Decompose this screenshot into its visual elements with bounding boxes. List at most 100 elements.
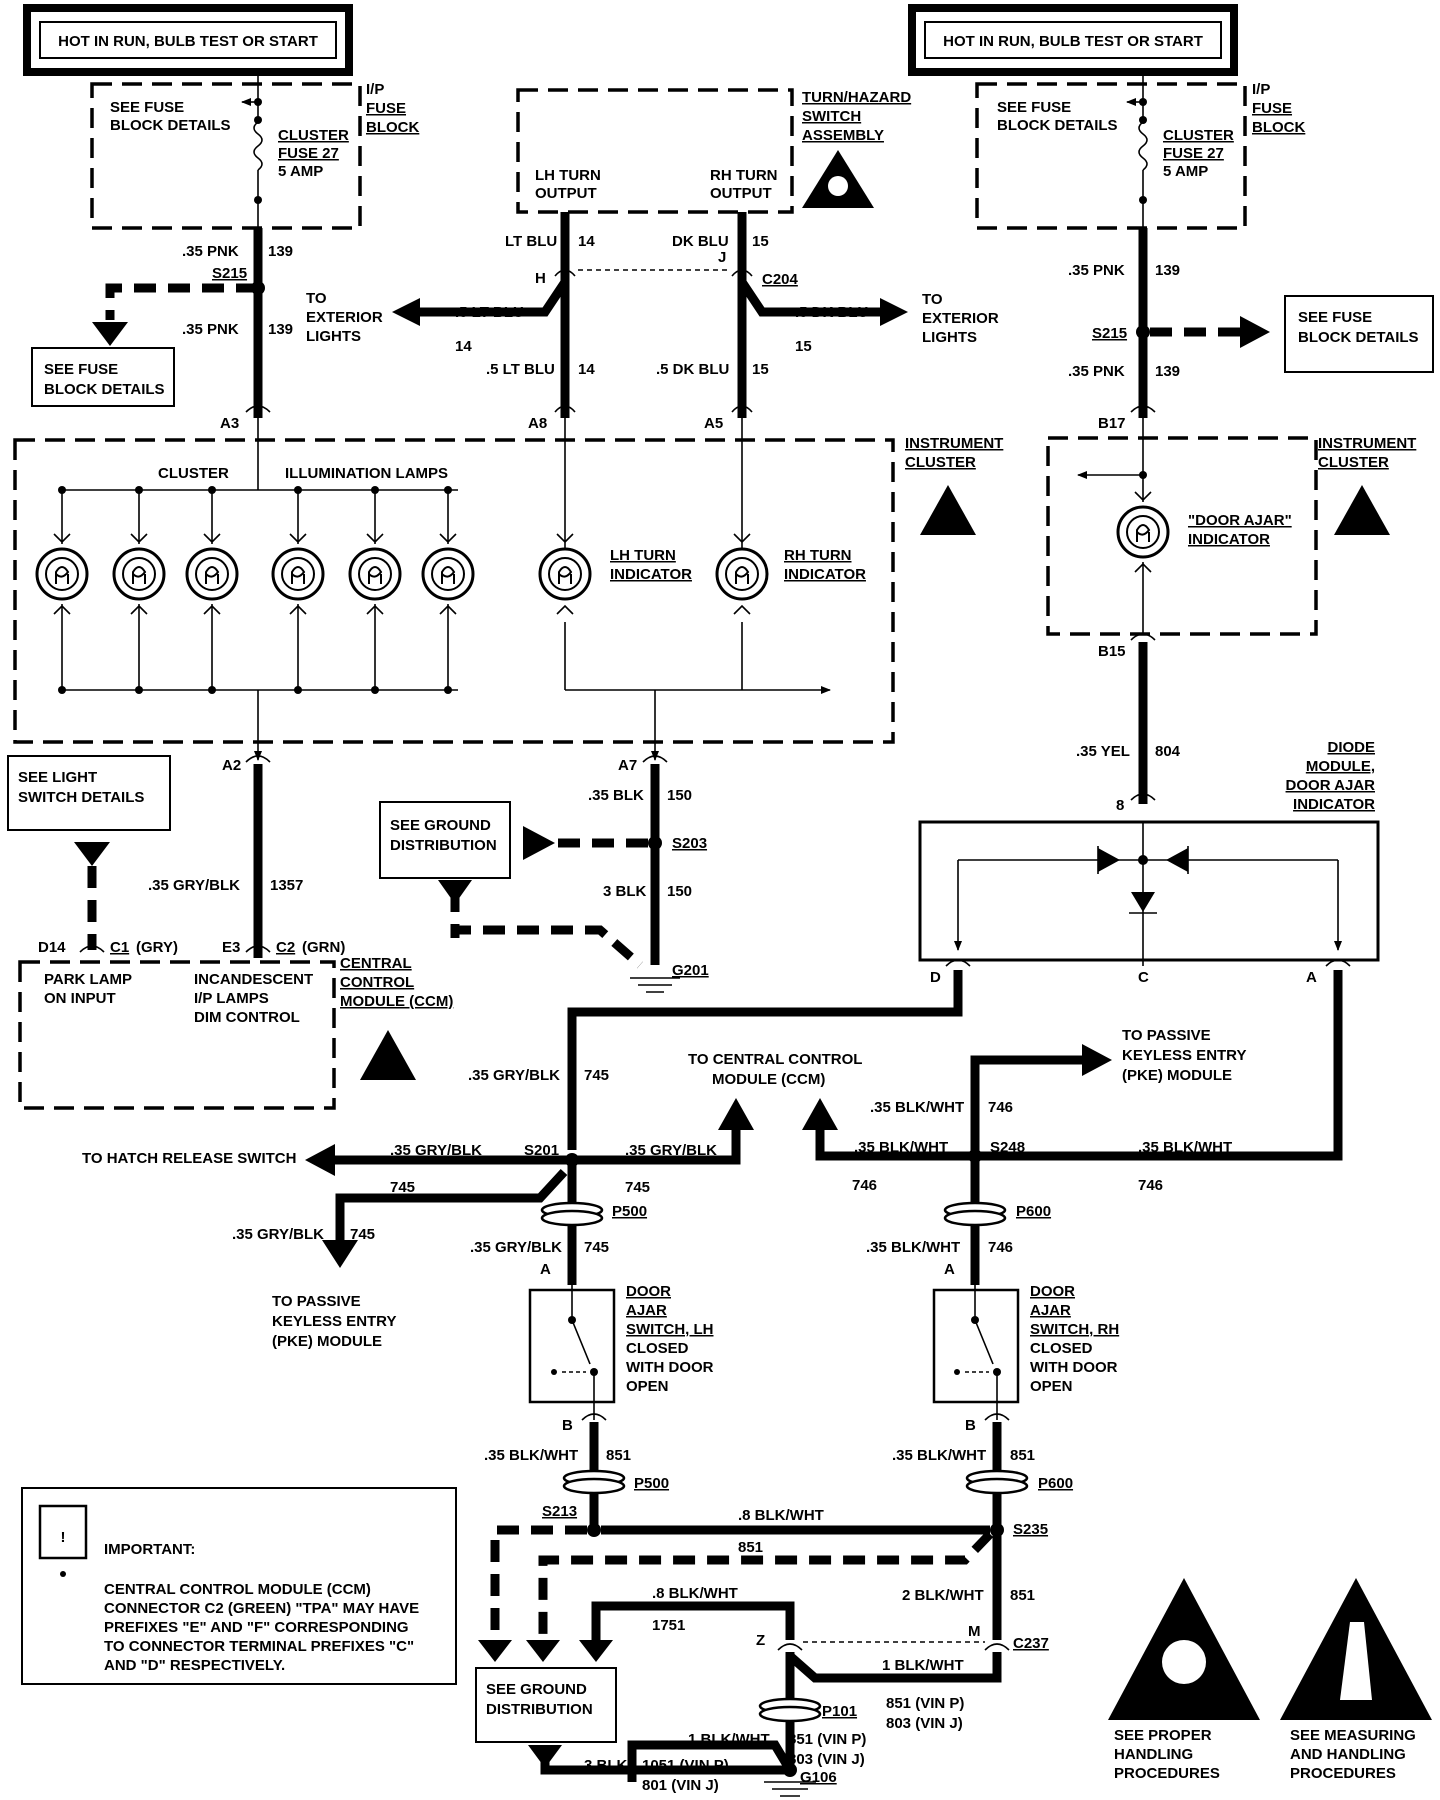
incandescent-2: I/P LAMPS (194, 990, 269, 1007)
ip-fuse-block-right-2: FUSE (1252, 100, 1292, 117)
wire-139-a: 139 (268, 243, 293, 260)
turn-switch-label-2: SWITCH (802, 108, 861, 125)
ccm-label-3: MODULE (CCM) (340, 993, 453, 1010)
wire-851-b: 851 (1010, 1447, 1035, 1464)
wire-blk-wht-d: .35 BLK/WHT (892, 1447, 986, 1464)
connector-c237: C237 (1013, 1635, 1049, 1652)
splice-s213: S213 (542, 1503, 577, 1520)
wire-803j-b: 803 (VIN J) (788, 1751, 865, 1768)
cluster-fuse-right-1: CLUSTER (1163, 127, 1234, 144)
to-exterior-right-1: TO (922, 291, 943, 308)
power-label-left: HOT IN RUN, BULB TEST OR START (58, 33, 318, 50)
connector-j: J (718, 249, 726, 266)
ground-g201: G201 (672, 962, 709, 979)
see-fuse-details-left-1: SEE FUSE (110, 99, 184, 116)
connector-e3: E3 (222, 939, 240, 956)
connector-d14: D14 (38, 939, 66, 956)
incandescent-3: DIM CONTROL (194, 1009, 300, 1026)
park-lamp-2: ON INPUT (44, 990, 116, 1007)
rh-turn-indicator-2: INDICATOR (784, 566, 866, 583)
power-box-left: HOT IN RUN, BULB TEST OR START (23, 4, 353, 76)
wire-pnk-d: .35 PNK (1068, 363, 1125, 380)
important-line-2: CONNECTOR C2 (GREEN) "TPA" MAY HAVE (104, 1600, 419, 1617)
pke-left-3: (PKE) MODULE (272, 1333, 382, 1350)
wire-yel: .35 YEL (1076, 743, 1130, 760)
indicator-bulbs (35, 486, 1170, 694)
esd-warning-icon (1334, 485, 1390, 535)
diode-label-1: DIODE (1327, 739, 1375, 756)
power-label-right: HOT IN RUN, BULB TEST OR START (943, 33, 1203, 50)
wire-1357: 1357 (270, 877, 303, 894)
door-ajar-lh-1: DOOR (626, 1283, 671, 1300)
turn-switch-label-1: TURN/HAZARD (802, 89, 911, 106)
handling-3: PROCEDURES (1114, 1765, 1220, 1782)
to-ccm-1: TO CENTRAL CONTROL (688, 1051, 862, 1068)
lh-turn-indicator-1: LH TURN (610, 547, 676, 564)
wire-blk-wht1-a: 1 BLK/WHT (882, 1657, 964, 1674)
turn-hazard-switch: LH TURN OUTPUT RH TURN OUTPUT TURN/HAZAR… (516, 88, 911, 214)
wire-pnk-b: .35 PNK (182, 321, 239, 338)
cluster-fuse-left-2: FUSE 27 (278, 145, 339, 162)
splice-s201: S201 (524, 1142, 559, 1159)
door-ajar-switch-lh: P500 .35 GRY/BLK 745 A DOOR AJAR SWITCH,… (470, 1201, 714, 1420)
wire-lt-blu-ext: .5 LT BLU (455, 304, 524, 321)
door-ajar-switch-rh: P600 .35 BLK/WHT 746 A DOOR AJAR SWITCH,… (866, 1201, 1119, 1420)
ip-fuse-block-left-1: I/P (366, 81, 384, 98)
splice-s203: S203 (672, 835, 707, 852)
wire-14-ext: 14 (455, 338, 472, 355)
lh-turn-output-1: LH TURN (535, 167, 601, 184)
wire-746-a: 746 (1138, 1177, 1163, 1194)
connector-a7: A7 (618, 757, 637, 774)
rh-turn-output-2: OUTPUT (710, 185, 772, 202)
important-line-1: CENTRAL CONTROL MODULE (CCM) (104, 1581, 371, 1598)
lh-turn-output-2: OUTPUT (535, 185, 597, 202)
door-ajar-rh-6: OPEN (1030, 1378, 1073, 1395)
lh-turn-indicator-lamp-icon (538, 533, 592, 615)
wire-746-b: 746 (988, 1239, 1013, 1256)
to-exterior-right-3: LIGHTS (922, 329, 977, 346)
rh-turn-indicator-lamp-icon (715, 533, 769, 615)
cluster-right-label-1: INSTRUMENT (1318, 435, 1416, 452)
wire-blk-wht-a: .35 BLK/WHT (1138, 1139, 1232, 1156)
splice-s235: S235 (1013, 1521, 1048, 1538)
illumination-lamp-3-icon (185, 486, 239, 694)
splice-s215-right: S215 (1092, 325, 1127, 342)
wire-gry-blk-b: .35 GRY/BLK (468, 1067, 560, 1084)
esd-warning-icon (920, 485, 976, 535)
see-ground-top-2: DISTRIBUTION (390, 837, 497, 854)
to-exterior-left-3: LIGHTS (306, 328, 361, 345)
wire-blk-a: .35 BLK (588, 787, 644, 804)
pke-right-2: KEYLESS ENTRY (1122, 1047, 1246, 1064)
connector-a3: A3 (220, 415, 239, 432)
to-exterior-left-2: EXTERIOR (306, 309, 383, 326)
door-ajar-rh-3: SWITCH, RH (1030, 1321, 1119, 1338)
to-ccm-2: MODULE (CCM) (712, 1071, 825, 1088)
cluster-right-label-2: CLUSTER (1318, 454, 1389, 471)
connector-h: H (535, 270, 546, 287)
wire-14-cluster: 14 (578, 361, 595, 378)
illum-cluster: CLUSTER (158, 465, 229, 482)
pke-left-2: KEYLESS ENTRY (272, 1313, 396, 1330)
see-ground-bottom-2: DISTRIBUTION (486, 1701, 593, 1718)
cluster-fuse-left-1: CLUSTER (278, 127, 349, 144)
diode-module: DIODE MODULE, DOOR AJAR INDICATOR D C A (918, 739, 1380, 986)
see-fuse-block-right-2: BLOCK DETAILS (1298, 329, 1419, 346)
connector-c2-color: (GRN) (302, 939, 345, 956)
ip-fuse-block-right-3: BLOCK (1252, 119, 1305, 136)
wire-lt-blu-cluster: .5 LT BLU (486, 361, 555, 378)
see-light-switch-2: SWITCH DETAILS (18, 789, 144, 806)
connector-b-rh: B (965, 1417, 976, 1434)
connector-b17: B17 (1098, 415, 1126, 432)
wire-150-a: 150 (667, 787, 692, 804)
door-ajar-lh-3: SWITCH, LH (626, 1321, 714, 1338)
wire-1751: 1751 (652, 1617, 685, 1634)
fuse-block-left: SEE FUSE BLOCK DETAILS CLUSTER FUSE 27 5… (90, 72, 419, 230)
turn-switch-label-3: ASSEMBLY (802, 127, 884, 144)
ip-fuse-block-right-1: I/P (1252, 81, 1270, 98)
connector-p600-b: P600 (1038, 1475, 1073, 1492)
wire-851-d: 851 (1010, 1587, 1035, 1604)
wire-pnk-a: .35 PNK (182, 243, 239, 260)
illumination-lamp-5-icon (348, 486, 402, 694)
see-ground-top-1: SEE GROUND (390, 817, 491, 834)
cluster-fuse-right-3: 5 AMP (1163, 163, 1208, 180)
